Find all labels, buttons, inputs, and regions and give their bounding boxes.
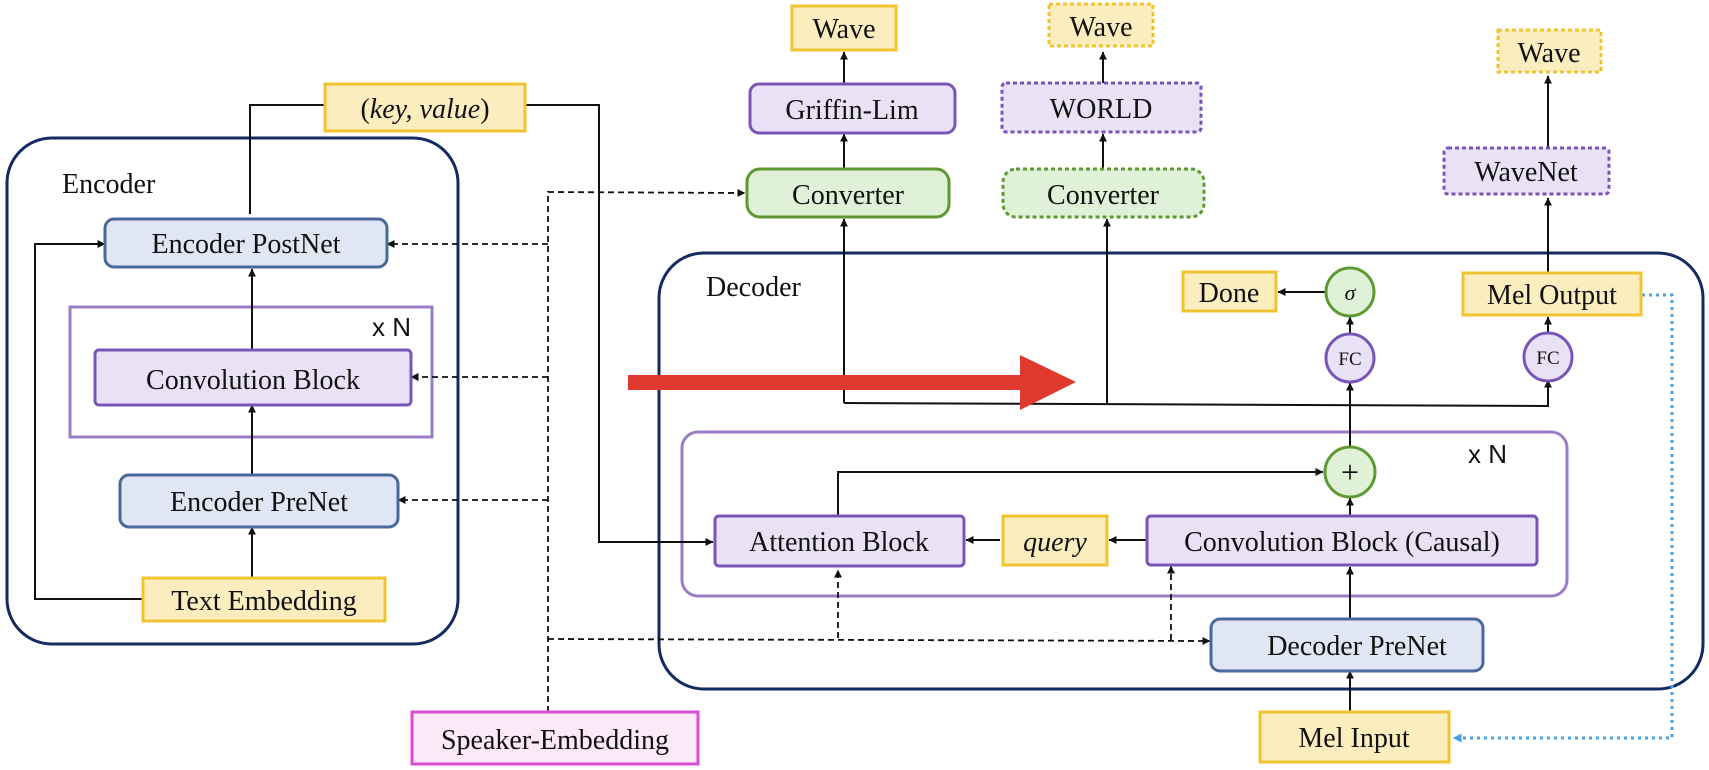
speaker-embedding-node: Speaker-Embedding [410,710,700,766]
world-wave-label: Wave [1069,12,1132,43]
text-embedding-label: Text Embedding [171,586,356,617]
red-highlight-arrow [628,355,1076,410]
key-value-label: (key, value) [360,94,489,125]
mel-output-label: Mel Output [1487,280,1617,311]
encoder-prenet-label: Encoder PreNet [170,487,348,518]
wavenet-label: WaveNet [1474,157,1578,188]
attention-block-node: Attention Block [713,514,966,568]
sigma-label: σ [1345,280,1357,305]
mel-input-label: Mel Input [1298,723,1409,754]
plus-label: + [1341,454,1359,490]
encoder-postnet-node: Encoder PostNet [103,217,389,269]
decoder-region [657,251,1705,691]
converter-label: Converter [792,180,905,211]
query-node: query [1001,514,1109,567]
wavenet-wave-node: Wave [1496,28,1603,74]
encoder-label: Encoder [62,169,156,200]
key-value-sep: , [406,94,420,125]
solid-connectors [34,51,1552,711]
fc-left-node: FC [1324,332,1376,384]
speaker-embedding-connectors [386,188,1211,712]
decoder-repeat-box [680,430,1569,598]
key-value-open: ( [360,94,369,125]
wavenet-node: WaveNet [1442,146,1611,196]
decoder-repeat-label: x N [1468,439,1507,469]
world-label: WORLD [1050,94,1153,125]
done-node: Done [1181,270,1278,313]
mel-output-node: Mel Output [1461,271,1643,317]
world-converter-node: Converter [1001,167,1206,219]
residual-text-embedding-path [34,240,143,600]
decoder-output-line [843,379,1552,408]
fc-right-label: FC [1536,348,1559,369]
griffinlim-wave-node: Wave [790,4,898,52]
sigma-node: σ [1324,266,1376,318]
plus-node: + [1323,445,1377,499]
causal-conv-block-label: Convolution Block (Causal) [1184,527,1500,558]
fc-left-label: FC [1338,349,1361,370]
converter-node: Converter [745,167,951,219]
attention-block-label: Attention Block [749,527,929,558]
encoder-region [5,136,460,646]
world-converter-label: Converter [1047,180,1160,211]
key-value-value: value [420,94,481,125]
arrow-attention-to-plus [837,468,1324,516]
fc-right-node: FC [1522,331,1574,383]
causal-conv-block-node: Convolution Block (Causal) [1145,514,1539,567]
griffinlim-node: Griffin-Lim [748,82,957,135]
decoder-prenet-node: Decoder PreNet [1209,617,1485,673]
encoder-prenet-node: Encoder PreNet [118,473,400,529]
encoder-repeat-label: x N [372,312,411,342]
encoder-conv-block-label: Convolution Block [146,365,360,396]
speaker-embedding-label: Speaker-Embedding [441,725,669,756]
query-label: query [1023,527,1087,558]
key-value-node: (key, value) [323,82,527,133]
decoder-label: Decoder [706,272,802,303]
arrow-keyvalue-to-attention [525,104,714,546]
done-label: Done [1199,278,1260,309]
arrow-postnet-to-keyvalue [249,104,325,214]
key-value-key: key [370,94,408,125]
speaker-to-decoder-prenet [547,636,1211,645]
world-node: WORLD [1000,81,1203,134]
decoder-prenet-label: Decoder PreNet [1267,631,1447,662]
text-embedding-node: Text Embedding [141,576,387,623]
mel-input-node: Mel Input [1258,710,1451,764]
wavenet-wave-label: Wave [1517,38,1580,69]
griffinlim-wave-label: Wave [812,14,875,45]
encoder-conv-block-node: Convolution Block [93,348,413,407]
world-wave-node: Wave [1047,2,1155,48]
speaker-to-converter [547,188,746,197]
mel-feedback-path [1452,293,1674,743]
griffinlim-label: Griffin-Lim [785,95,918,126]
key-value-close: ) [480,94,489,125]
encoder-postnet-label: Encoder PostNet [152,229,341,260]
